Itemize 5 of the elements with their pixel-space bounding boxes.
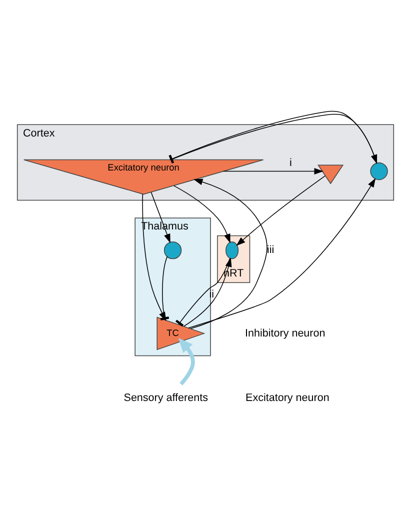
node-text: Sensory afferents <box>124 391 208 404</box>
edge-label: i <box>290 156 292 169</box>
legend-label: Excitatory neuron <box>246 391 330 404</box>
legend-label: Inhibitory neuron <box>245 326 326 339</box>
edge-label: iii <box>266 244 274 256</box>
